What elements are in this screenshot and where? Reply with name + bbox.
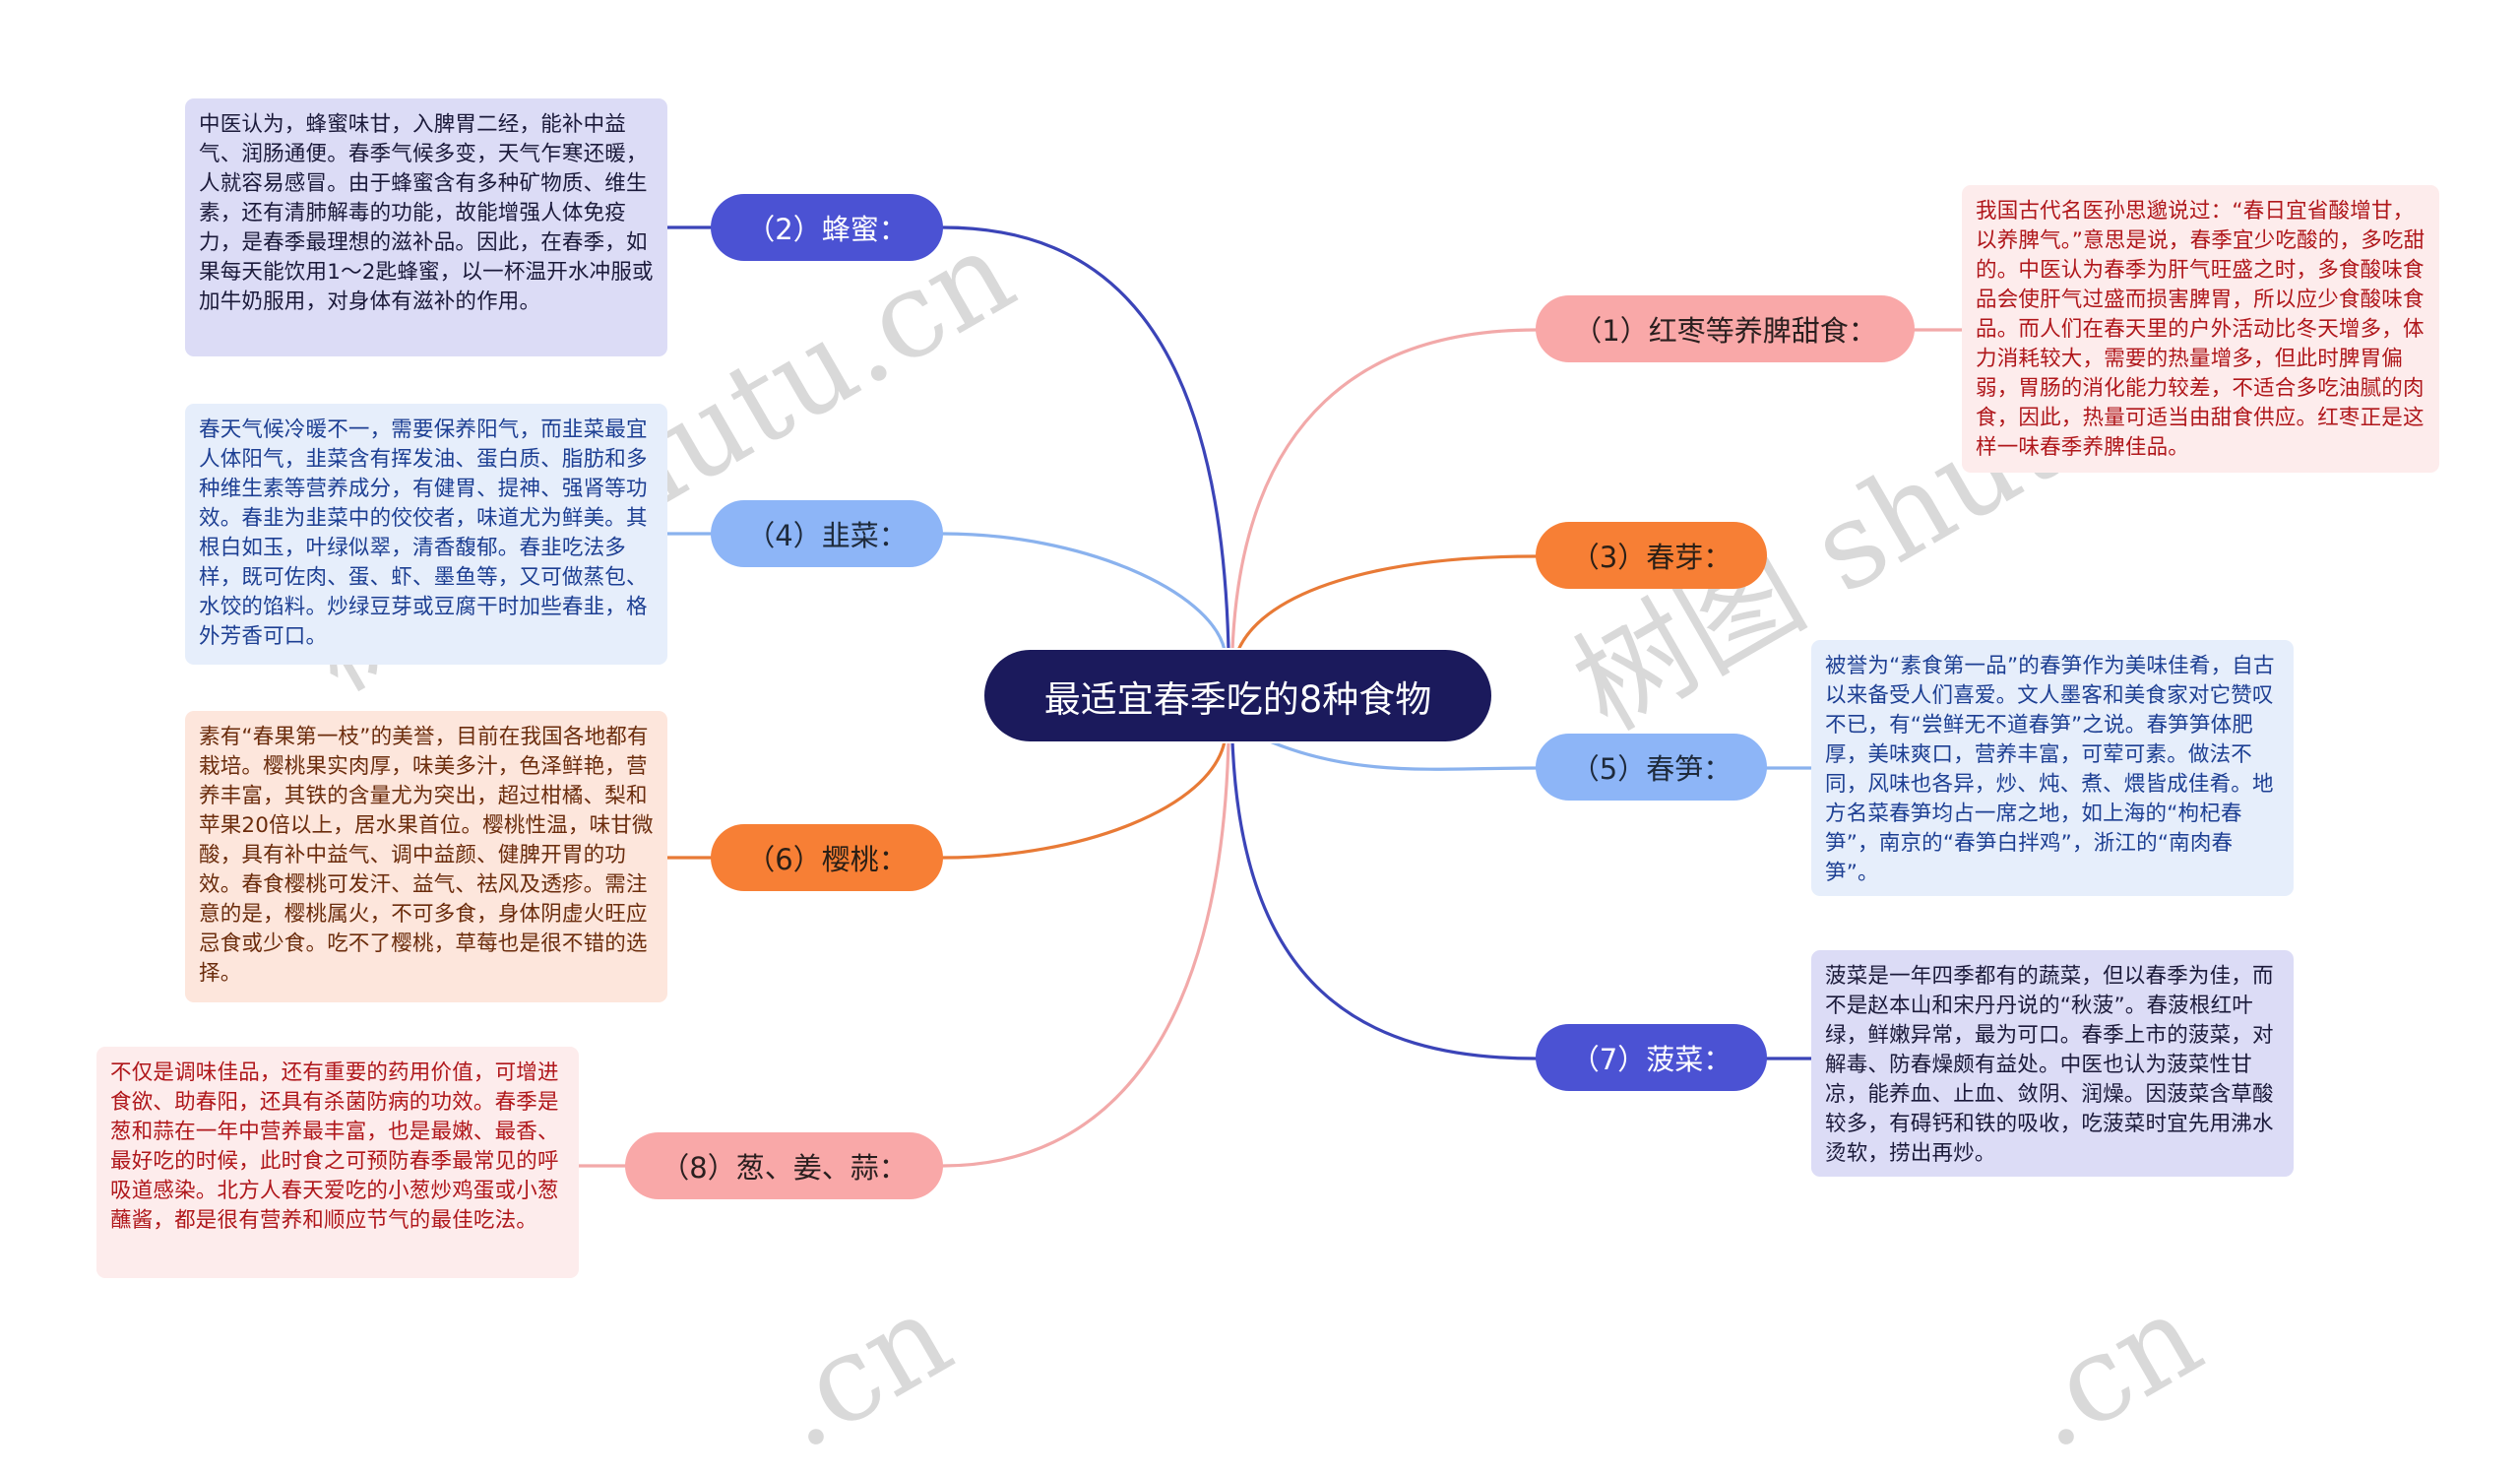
link-dates xyxy=(1230,328,1538,652)
desc-red-dates: 我国古代名医孙思邈说过：“春日宜省酸增甘，以养脾气。”意思是说，春季宜少吃酸的，… xyxy=(1962,185,2439,473)
branch-leek[interactable]: （4）韭菜： xyxy=(711,500,943,567)
desc-honey: 中医认为，蜂蜜味甘，入脾胃二经，能补中益气、润肠通便。春季气候多变，天气乍寒还暖… xyxy=(185,98,667,356)
desc-cherry: 素有“春果第一枝”的美誉，目前在我国各地都有栽培。樱桃果实肉厚，味美多汁，色泽鲜… xyxy=(185,711,667,1002)
link-cherry xyxy=(941,739,1227,860)
link-sprout xyxy=(1236,554,1538,652)
connector-lines xyxy=(577,225,1964,1168)
link-spinach xyxy=(1230,739,1538,1060)
link-bamboo xyxy=(1268,739,1538,771)
branch-red-dates[interactable]: （1）红枣等养脾甜食： xyxy=(1536,295,1915,362)
desc-bamboo-shoots: 被誉为“素食第一品”的春笋作为美味佳肴，自古以来备受人们喜爱。文人墨客和美食家对… xyxy=(1811,640,2294,896)
branch-spring-sprout[interactable]: （3）春芽： xyxy=(1536,522,1767,589)
link-onion xyxy=(941,739,1230,1168)
central-topic[interactable]: 最适宜春季吃的8种食物 xyxy=(984,650,1491,741)
link-leek xyxy=(941,532,1227,652)
desc-onion-ginger-garlic: 不仅是调味佳品，还有重要的药用价值，可增进食欲、助春阳，还具有杀菌防病的功效。春… xyxy=(96,1047,579,1278)
branch-bamboo-shoots[interactable]: （5）春笋： xyxy=(1536,734,1767,801)
branch-cherry[interactable]: （6）樱桃： xyxy=(711,824,943,891)
branch-spinach[interactable]: （7）菠菜： xyxy=(1536,1024,1767,1091)
branch-onion-ginger-garlic[interactable]: （8）葱、姜、蒜： xyxy=(625,1132,943,1199)
desc-spinach: 菠菜是一年四季都有的蔬菜，但以春季为佳，而不是赵本山和宋丹丹说的“秋菠”。春菠根… xyxy=(1811,950,2294,1177)
link-honey xyxy=(941,225,1230,652)
desc-leek: 春天气候冷暖不一，需要保养阳气，而韭菜最宜人体阳气，韭菜含有挥发油、蛋白质、脂肪… xyxy=(185,404,667,665)
branch-honey[interactable]: （2）蜂蜜： xyxy=(711,194,943,261)
